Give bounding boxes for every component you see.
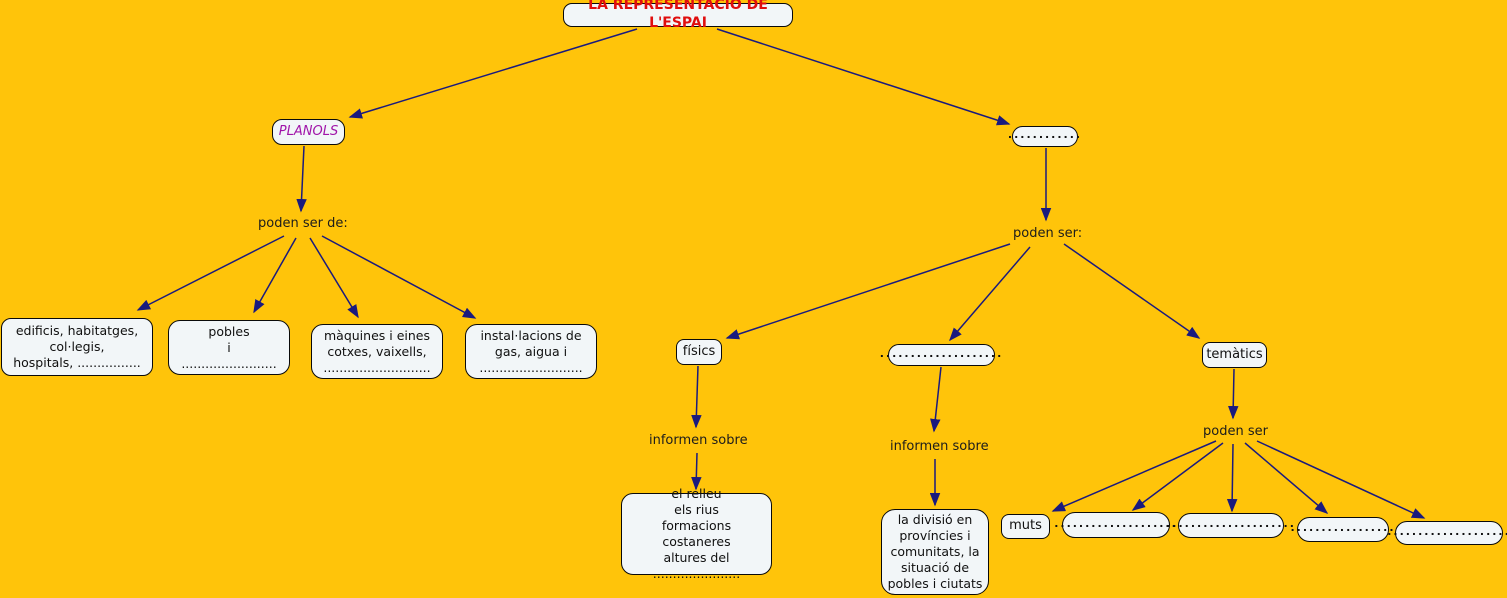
node-muts[interactable]: muts bbox=[1001, 514, 1050, 539]
link-label-informen-sobre-politics[interactable]: informen sobre bbox=[890, 439, 989, 454]
edge-podenserde-edificis bbox=[136, 235, 285, 311]
link-label-poden-ser[interactable]: poden ser: bbox=[1013, 226, 1083, 241]
edge-title-planols bbox=[348, 28, 638, 119]
edge-podenserde-installacions bbox=[321, 235, 477, 319]
edge-planols-podenserde bbox=[296, 145, 307, 213]
edge-podenserde-maquines bbox=[309, 237, 359, 319]
node-tipus-blank-2[interactable]: ..................... bbox=[1166, 513, 1294, 538]
node-politics-blank[interactable]: .................... bbox=[880, 344, 1001, 366]
edge-podenserde-pobles bbox=[253, 237, 297, 314]
node-mapes-blank[interactable]: ............ bbox=[1008, 126, 1080, 147]
edge-podenser-fisics bbox=[725, 243, 1011, 340]
link-label-poden-ser-tematics[interactable]: poden ser bbox=[1203, 424, 1268, 439]
node-installacions[interactable]: instal·lacions de gas, aigua i .........… bbox=[465, 324, 597, 379]
edge-politics-informen bbox=[930, 366, 942, 433]
link-label-poden-ser-de[interactable]: poden ser de: bbox=[258, 216, 348, 231]
edge-podenser-politics bbox=[949, 246, 1031, 342]
node-pobles[interactable]: pobles i ........................ bbox=[168, 320, 290, 375]
edge-fisics-informen bbox=[691, 365, 702, 429]
node-tipus-blank-4[interactable]: .................... bbox=[1387, 521, 1507, 545]
node-planols[interactable]: PLANOLS bbox=[272, 119, 345, 145]
edge-podenser-blank1 bbox=[1131, 442, 1224, 511]
edge-title-mapes bbox=[716, 28, 1011, 126]
edge-podenser-blank3 bbox=[1244, 442, 1329, 514]
node-tipus-blank-1[interactable]: .................... bbox=[1054, 512, 1176, 538]
link-label-informen-sobre-fisics[interactable]: informen sobre bbox=[649, 433, 748, 448]
node-title[interactable]: LA REPRESENTACIO DE L'ESPAI bbox=[563, 0, 793, 31]
node-maquines[interactable]: màquines i eines cotxes, vaixells, .....… bbox=[311, 324, 443, 379]
node-relleu[interactable]: el relleu els rius formacions costaneres… bbox=[621, 486, 772, 581]
edge-podenser-blank2 bbox=[1226, 443, 1238, 513]
edge-informen-relleu bbox=[691, 452, 702, 491]
node-tematics[interactable]: temàtics bbox=[1202, 342, 1267, 368]
edge-podenser-tematics bbox=[1063, 243, 1201, 339]
node-tipus-blank-3[interactable]: ................. bbox=[1290, 517, 1394, 542]
node-fisics[interactable]: físics bbox=[676, 339, 722, 365]
edge-tematics-podenser bbox=[1227, 368, 1239, 420]
edge-podenser-muts bbox=[1051, 440, 1217, 512]
edge-podenser-blank4 bbox=[1256, 440, 1426, 519]
node-divisio[interactable]: la divisió en províncies i comunitats, l… bbox=[881, 509, 989, 595]
node-edificis[interactable]: edificis, habitatges, col·legis, hospita… bbox=[1, 318, 153, 376]
